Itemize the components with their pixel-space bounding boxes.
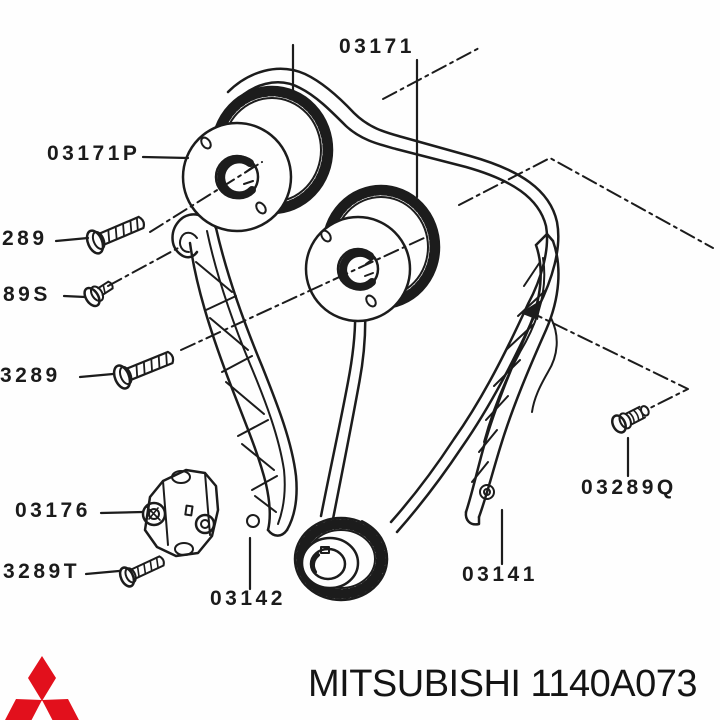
label-chain-assembly: 03171: [339, 35, 415, 58]
cam-sprocket-intake: [304, 184, 441, 323]
chain-guide-right: [464, 232, 560, 526]
mitsubishi-logo-icon: [5, 656, 79, 720]
label-bolt-3289: 3289: [0, 364, 61, 387]
timing-chain: [226, 67, 560, 534]
axis-arrowhead: [520, 300, 541, 320]
flange-bolt-289: [85, 215, 146, 255]
label-cam-sprocket: 03171P: [47, 142, 141, 165]
bolt-03289Q: [611, 405, 650, 434]
assembly-axis-lines: [107, 46, 714, 410]
crank-sprocket: [293, 516, 389, 602]
label-bolt-03289q: 03289Q: [581, 476, 677, 499]
leader-lines: [54, 43, 630, 591]
guide-right-lattice: [471, 257, 547, 483]
label-bolt-289: 289: [2, 227, 48, 250]
label-guide-right: 03141: [462, 563, 538, 586]
chain-guide-left: [171, 213, 298, 537]
cam-sprocket-exhaust: [181, 85, 334, 233]
label-guide-left: 03142: [210, 587, 286, 610]
chain-tensioner: [141, 468, 220, 558]
label-screw-89s: 89S: [3, 283, 51, 306]
flange-screw-89S: [83, 280, 114, 308]
flange-bolt-3289T: [118, 555, 165, 588]
label-bolt-3289t: 3289T: [3, 560, 81, 583]
flange-bolt-3289: [112, 350, 175, 390]
guide-left-lattice: [195, 261, 278, 513]
brand-part-number-text: MITSUBISHI 1140A073: [308, 663, 697, 705]
label-tensioner: 03176: [15, 499, 91, 522]
